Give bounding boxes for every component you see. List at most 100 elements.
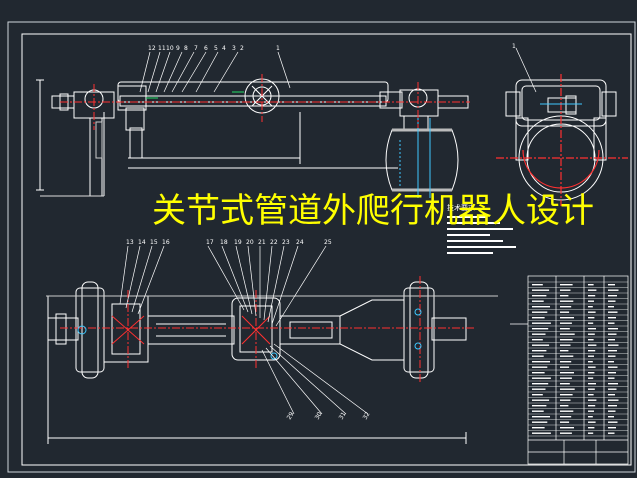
parts-list-entry — [588, 432, 594, 434]
parts-list-entry — [588, 339, 594, 341]
technical-note-line — [447, 222, 500, 224]
parts-list-entry — [608, 377, 615, 379]
parts-list-entry — [560, 432, 572, 434]
parts-list-entry — [532, 361, 550, 363]
parts-list-entry — [560, 372, 574, 374]
parts-list-entry — [588, 416, 593, 418]
parts-list-entry — [588, 306, 593, 308]
drawing-border-inner — [21, 33, 632, 466]
parts-list-entry — [532, 300, 544, 302]
balloon-17: 17 — [206, 239, 214, 246]
parts-list-entry — [608, 284, 615, 286]
technical-notes-heading: 技术要求 — [447, 204, 475, 212]
parts-list-entry — [560, 339, 573, 341]
parts-list-entry — [560, 328, 570, 330]
parts-list-entry — [608, 344, 619, 346]
parts-list-entry — [560, 311, 570, 313]
parts-list-entry — [560, 300, 574, 302]
parts-list-entry — [532, 295, 547, 297]
parts-list-entry — [588, 394, 594, 396]
parts-list-entry — [532, 405, 547, 407]
parts-list-entry — [560, 421, 570, 423]
parts-list-entry — [588, 344, 597, 346]
parts-list-entry — [588, 322, 594, 324]
parts-list-entry — [588, 300, 594, 302]
parts-list-entry — [532, 410, 544, 412]
balloon-12: 12 — [148, 45, 156, 52]
parts-list-entry — [560, 306, 572, 308]
parts-list-entry — [608, 333, 617, 335]
top-view-assembly — [36, 78, 469, 197]
balloon-19: 19 — [234, 239, 242, 246]
parts-list-entry — [608, 383, 618, 385]
parts-list-entry — [532, 394, 543, 396]
parts-list-entry — [560, 350, 569, 352]
parts-list-entry — [588, 355, 594, 357]
parts-list-rows — [528, 281, 628, 437]
balloon-13: 13 — [126, 239, 134, 246]
parts-list-entry — [588, 361, 593, 363]
parts-list-entry — [532, 350, 547, 352]
parts-list-entry — [588, 366, 596, 368]
parts-list-entry — [560, 399, 571, 401]
parts-list-entry — [532, 344, 550, 346]
parts-list-entry — [532, 388, 546, 390]
balloon-11: 11 — [158, 45, 166, 52]
parts-list-entry — [560, 289, 571, 291]
parts-list-entry — [532, 383, 549, 385]
balloon-4: 4 — [222, 45, 226, 52]
parts-list-entry — [608, 328, 618, 330]
parts-list-entry — [560, 377, 572, 379]
parts-list-entry — [588, 399, 597, 401]
parts-list-entry — [560, 394, 573, 396]
balloon-31: 31 — [338, 411, 348, 421]
parts-list-entry — [532, 328, 549, 330]
parts-list-entry — [588, 427, 595, 429]
bottom-view-leaders — [119, 245, 369, 415]
parts-list-entry — [608, 394, 615, 396]
parts-list-ticks — [532, 284, 619, 434]
overlay-title: 关节式管道外爬行机器人设计 — [152, 191, 594, 231]
parts-list-entry — [560, 405, 569, 407]
parts-list-entry — [532, 421, 548, 423]
parts-list-entry — [532, 355, 544, 357]
parts-list-entry — [588, 388, 595, 390]
balloon-18: 18 — [220, 239, 228, 246]
parts-list-entry — [532, 366, 548, 368]
drawing-border-outer — [7, 21, 636, 473]
parts-list-entry — [532, 306, 550, 308]
parts-list-entry — [608, 350, 617, 352]
balloon-10: 10 — [166, 45, 174, 52]
parts-list-entry — [560, 317, 574, 319]
parts-list-entry — [588, 383, 596, 385]
parts-list-entry — [608, 388, 617, 390]
balloon-24: 24 — [296, 239, 304, 246]
parts-list-entry — [532, 416, 550, 418]
technical-note-line — [447, 234, 490, 236]
parts-list-entry — [532, 399, 550, 401]
parts-list-entry — [608, 311, 618, 313]
technical-notes: 技术要求 — [447, 205, 516, 254]
parts-list-entry — [560, 366, 570, 368]
balloon-7: 7 — [194, 45, 198, 52]
parts-list-entry — [532, 322, 551, 324]
parts-list-entry — [608, 416, 614, 418]
parts-list-entry — [560, 416, 572, 418]
balloon-3: 3 — [232, 45, 236, 52]
parts-list-entry — [560, 284, 573, 286]
parts-list-entry — [560, 322, 572, 324]
parts-list-entry — [532, 339, 543, 341]
parts-list-entry — [608, 372, 616, 374]
parts-list-entry — [608, 306, 614, 308]
parts-list-entry — [608, 427, 616, 429]
parts-list-entry — [588, 405, 596, 407]
technical-note-line — [447, 246, 516, 248]
balloon-8: 8 — [184, 45, 188, 52]
parts-list-entry — [532, 311, 548, 313]
balloon-14: 14 — [138, 239, 146, 246]
balloon-2: 2 — [240, 45, 244, 52]
parts-list-entry — [608, 405, 617, 407]
balloon-25: 25 — [324, 239, 332, 246]
